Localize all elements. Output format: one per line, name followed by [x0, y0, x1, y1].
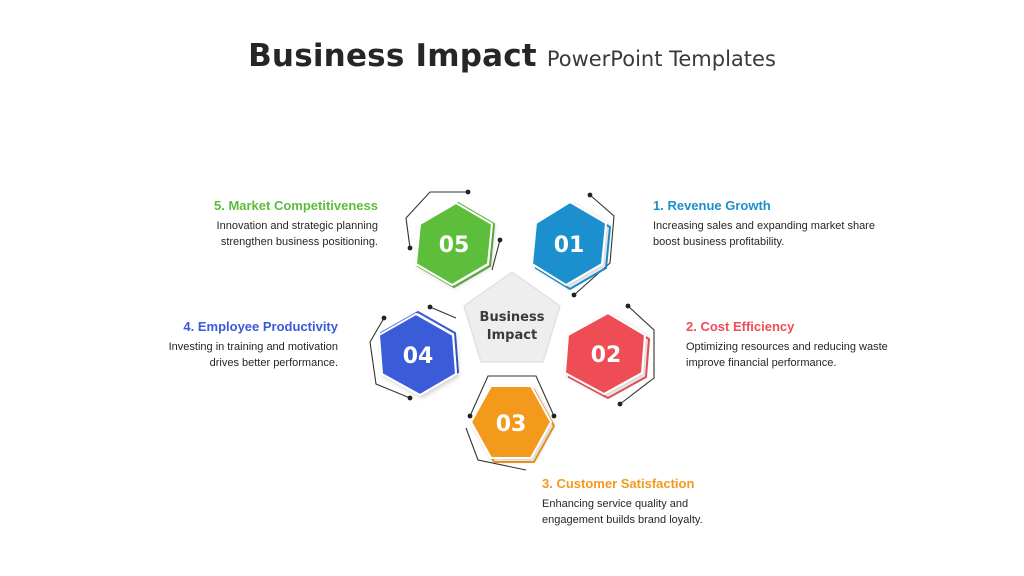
item-04-desc-line1: Investing in training and motivation — [168, 341, 338, 353]
item-02-desc-line2: improve financial performance. — [686, 357, 837, 369]
hex-02-shape — [563, 311, 647, 396]
item-05-description: Innovation and strategic planning streng… — [118, 218, 378, 250]
hex-04-number: 04 — [403, 344, 434, 369]
item-05-desc-line2: strengthen business positioning. — [220, 236, 378, 248]
hex-01-shape — [530, 200, 608, 287]
hex-01-number: 01 — [554, 233, 585, 258]
hex-03-shape — [469, 385, 553, 459]
item-02-label: 2. Cost Efficiency Optimizing resources … — [686, 319, 946, 371]
item-05-label: 5. Market Competitiveness Innovation and… — [118, 198, 378, 250]
item-03-label: 3. Customer Satisfaction Enhancing servi… — [542, 476, 802, 528]
hex-05-number: 05 — [439, 233, 470, 258]
hex-05-outline-right — [491, 239, 501, 271]
hexagon-03: 03 — [465, 375, 557, 471]
hex-04-shape — [377, 312, 458, 397]
slide-title: Business Impact PowerPoint Templates — [0, 38, 1024, 74]
hex-03-outline — [469, 375, 555, 417]
item-04-label: 4. Employee Productivity Investing in tr… — [78, 319, 338, 371]
hex-03-outline-lower — [465, 427, 527, 471]
item-01-label: 1. Revenue Growth Increasing sales and e… — [653, 198, 913, 250]
hex-02-number: 02 — [591, 343, 622, 368]
hex-01-outline — [573, 194, 615, 296]
hexagon-04: 04 — [369, 304, 460, 401]
item-04-heading: 4. Employee Productivity — [183, 319, 338, 334]
hex-05-shape — [414, 201, 494, 287]
hexagon-05: 05 — [405, 189, 503, 289]
item-05-heading: 5. Market Competitiveness — [213, 198, 378, 213]
item-02-desc-line1: Optimizing resources and reducing waste — [686, 341, 888, 353]
title-main: Business Impact — [248, 38, 537, 74]
item-01-desc-line2: boost business profitability. — [653, 236, 785, 248]
item-04-desc-line2: drives better performance. — [209, 357, 338, 369]
item-03-desc-line1: Enhancing service quality and — [542, 498, 689, 510]
hex-05-outline — [405, 191, 468, 249]
item-03-desc-line2: engagement builds brand loyalty. — [542, 514, 703, 526]
item-05-desc-line1: Innovation and strategic planning — [216, 220, 378, 232]
item-01-desc-line1: Increasing sales and expanding market sh… — [653, 220, 875, 232]
hexagon-01: 01 — [530, 192, 615, 298]
item-02-heading: 2. Cost Efficiency — [686, 319, 795, 334]
hex-03-number: 03 — [496, 412, 527, 437]
center-label-line2: Impact — [487, 328, 537, 343]
item-01-heading: 1. Revenue Growth — [653, 198, 771, 213]
item-01-description: Increasing sales and expanding market sh… — [653, 218, 913, 250]
hex-02-outline — [619, 305, 655, 405]
hexagon-02: 02 — [563, 303, 655, 407]
item-02-description: Optimizing resources and reducing waste … — [686, 339, 946, 371]
item-03-heading: 3. Customer Satisfaction — [542, 476, 695, 491]
hex-04-outline-top — [429, 306, 457, 319]
center-pentagon — [463, 271, 561, 363]
item-04-description: Investing in training and motivation dri… — [78, 339, 338, 371]
item-03-description: Enhancing service quality and engagement… — [542, 496, 802, 528]
hex-04-outline — [369, 317, 411, 399]
title-sub: PowerPoint Templates — [546, 47, 776, 71]
center-label-line1: Business — [480, 310, 545, 325]
